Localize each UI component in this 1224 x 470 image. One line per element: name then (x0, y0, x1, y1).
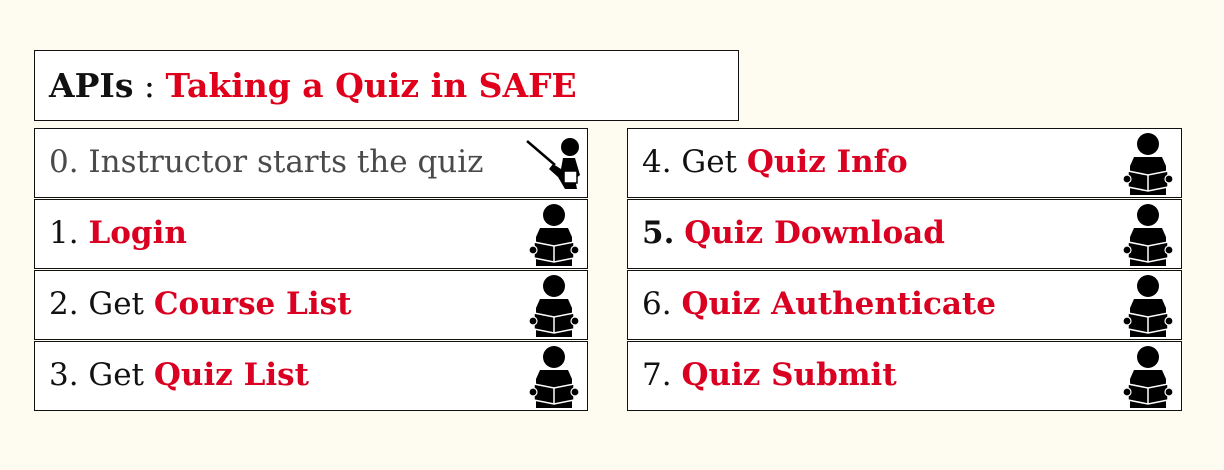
step-7-box: 7. Quiz Submit (627, 341, 1182, 411)
step-2-box: 2. Get Course List (34, 270, 588, 340)
student-reading-icon (525, 202, 583, 266)
step-5-label: 5. Quiz Download (642, 215, 945, 251)
step-text: Instructor starts the quiz (78, 144, 484, 180)
step-number: 5. (642, 215, 675, 251)
step-highlight: Quiz Authenticate (681, 286, 996, 322)
step-highlight: Quiz Info (746, 144, 908, 180)
student-reading-icon (1119, 273, 1177, 337)
step-1-box: 1. Login (34, 199, 588, 269)
step-number: 7. (642, 357, 672, 393)
step-number: 4. (642, 144, 672, 180)
step-1-label: 1. Login (49, 215, 187, 251)
step-0-label: 0. Instructor starts the quiz (49, 144, 484, 180)
step-highlight: Quiz Submit (681, 357, 897, 393)
step-0-box: 0. Instructor starts the quiz (34, 128, 588, 198)
step-text: Get (78, 286, 154, 322)
student-reading-icon (525, 344, 583, 408)
student-reading-icon (1119, 344, 1177, 408)
step-4-box: 4. Get Quiz Info (627, 128, 1182, 198)
step-2-label: 2. Get Course List (49, 286, 351, 322)
student-reading-icon (1119, 202, 1177, 266)
teacher-icon (525, 131, 583, 195)
step-text (674, 215, 684, 251)
title-box: APIs : Taking a Quiz in SAFE (34, 50, 739, 121)
title-accent: Taking a Quiz in SAFE (165, 66, 577, 105)
step-highlight: Quiz List (153, 357, 309, 393)
title-separator: : (133, 66, 166, 105)
step-text (672, 357, 682, 393)
step-number: 0. (49, 144, 79, 180)
step-highlight: Quiz Download (684, 215, 945, 251)
student-reading-icon (1119, 131, 1177, 195)
step-number: 2. (49, 286, 79, 322)
step-text: Get (78, 357, 154, 393)
page-title: APIs : Taking a Quiz in SAFE (49, 66, 577, 105)
step-3-box: 3. Get Quiz List (34, 341, 588, 411)
step-6-label: 6. Quiz Authenticate (642, 286, 996, 322)
step-number: 6. (642, 286, 672, 322)
step-highlight: Login (88, 215, 187, 251)
step-number: 3. (49, 357, 79, 393)
step-text (79, 215, 89, 251)
step-number: 1. (49, 215, 79, 251)
step-6-box: 6. Quiz Authenticate (627, 270, 1182, 340)
step-4-label: 4. Get Quiz Info (642, 144, 908, 180)
step-text: Get (671, 144, 747, 180)
student-reading-icon (525, 273, 583, 337)
step-3-label: 3. Get Quiz List (49, 357, 309, 393)
step-highlight: Course List (153, 286, 352, 322)
step-5-box: 5. Quiz Download (627, 199, 1182, 269)
step-7-label: 7. Quiz Submit (642, 357, 897, 393)
title-lead: APIs (49, 66, 134, 105)
step-text (672, 286, 682, 322)
